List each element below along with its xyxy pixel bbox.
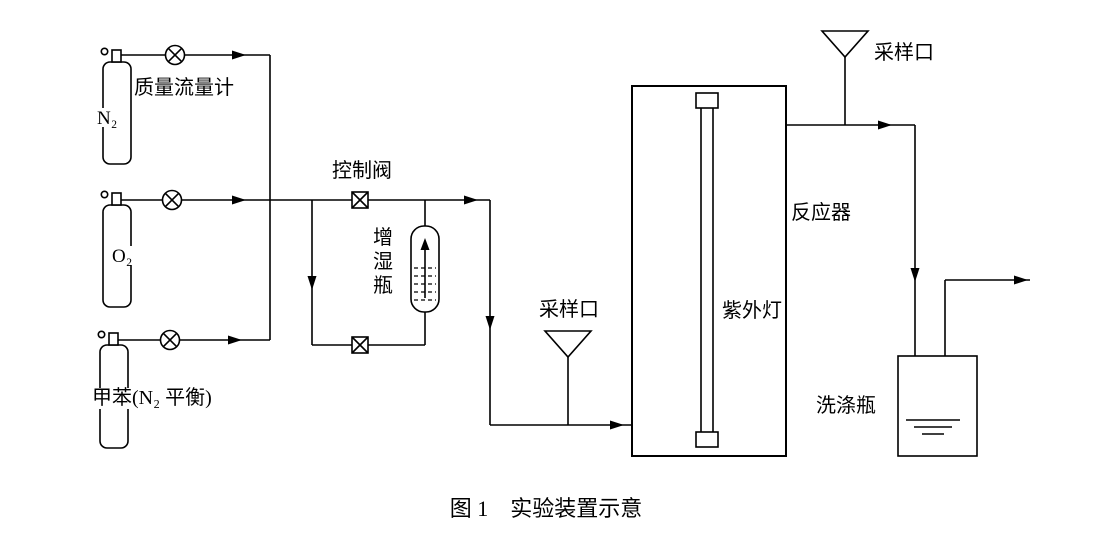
label-uv-lamp: 紫外灯 xyxy=(722,299,782,322)
label-sampling-port-top: 采样口 xyxy=(874,41,934,64)
gas-cylinder-n2 xyxy=(100,47,132,165)
cylinder-valve-knob xyxy=(100,190,109,199)
label-sampling-port-left: 采样口 xyxy=(539,298,599,321)
label-bg-o2 xyxy=(109,246,139,265)
control-valve-main xyxy=(351,191,369,209)
humidifier-bottle xyxy=(410,225,440,313)
cylinder-neck xyxy=(108,332,119,346)
cylinder-valve-knob xyxy=(100,47,109,56)
washing-bottle xyxy=(897,355,978,457)
flow-arrow-reactor-outlet xyxy=(878,120,892,130)
flow-arrow-n2 xyxy=(232,50,246,60)
control-valve-bypass xyxy=(351,336,369,354)
label-reactor: 反应器 xyxy=(791,201,851,224)
label-mass-flow-meter: 质量流量计 xyxy=(134,76,234,99)
flow-arrow-into-reactor xyxy=(610,420,624,430)
label-washing-bottle: 洗涤瓶 xyxy=(816,394,876,417)
uv-lamp xyxy=(695,92,719,448)
flow-arrow-toluene xyxy=(228,335,242,345)
flow-arrow-washer-down xyxy=(910,268,920,282)
flow-arrow-o2 xyxy=(232,195,246,205)
mass-flow-valve-toluene xyxy=(159,329,181,351)
pipes xyxy=(118,54,1030,426)
label-n2-cylinder: N₂ xyxy=(97,108,117,129)
flow-arrows xyxy=(228,50,1028,430)
mass-flow-valve-o2 xyxy=(161,189,183,211)
label-humidifier-char1: 增 xyxy=(373,226,393,249)
uv-lamp-cap-bottom xyxy=(695,431,719,448)
flow-arrow-bypass-down xyxy=(307,276,317,290)
cylinder-valve-knob xyxy=(97,330,106,339)
labels: 质量流量计 N₂ O₂ 甲苯(N₂ 平衡) 控制阀 增 湿 瓶 采样口 采样口 … xyxy=(92,41,934,521)
figure-caption: 图 1 实验装置示意 xyxy=(450,496,643,521)
label-bg-toluene xyxy=(89,388,235,409)
uv-lamp-tube xyxy=(700,99,714,441)
label-humidifier-char3: 瓶 xyxy=(373,274,393,297)
washing-bottle-body xyxy=(897,355,978,457)
cylinder-neck xyxy=(111,192,122,206)
reactor xyxy=(631,85,787,457)
label-humidifier-char2: 湿 xyxy=(373,250,393,273)
sampling-funnel-top xyxy=(820,30,870,59)
flow-arrow-exhaust xyxy=(1014,275,1028,285)
liquid-level-symbol xyxy=(906,419,960,435)
label-toluene-cylinder: 甲苯(N₂ 平衡) xyxy=(92,386,212,409)
label-control-valve: 控制阀 xyxy=(332,159,392,182)
flow-arrow-feed-down xyxy=(485,316,495,330)
uv-lamp-cap-top xyxy=(695,92,719,109)
flow-arrow-after-humidifier xyxy=(464,195,478,205)
mass-flow-valve-n2 xyxy=(164,44,186,66)
humidifier-bubble-arrow-head xyxy=(420,238,430,250)
sampling-funnel-left xyxy=(543,330,593,359)
cylinder-neck xyxy=(111,49,122,63)
label-o2-cylinder: O₂ xyxy=(112,246,132,267)
label-bg-n2 xyxy=(95,108,123,127)
